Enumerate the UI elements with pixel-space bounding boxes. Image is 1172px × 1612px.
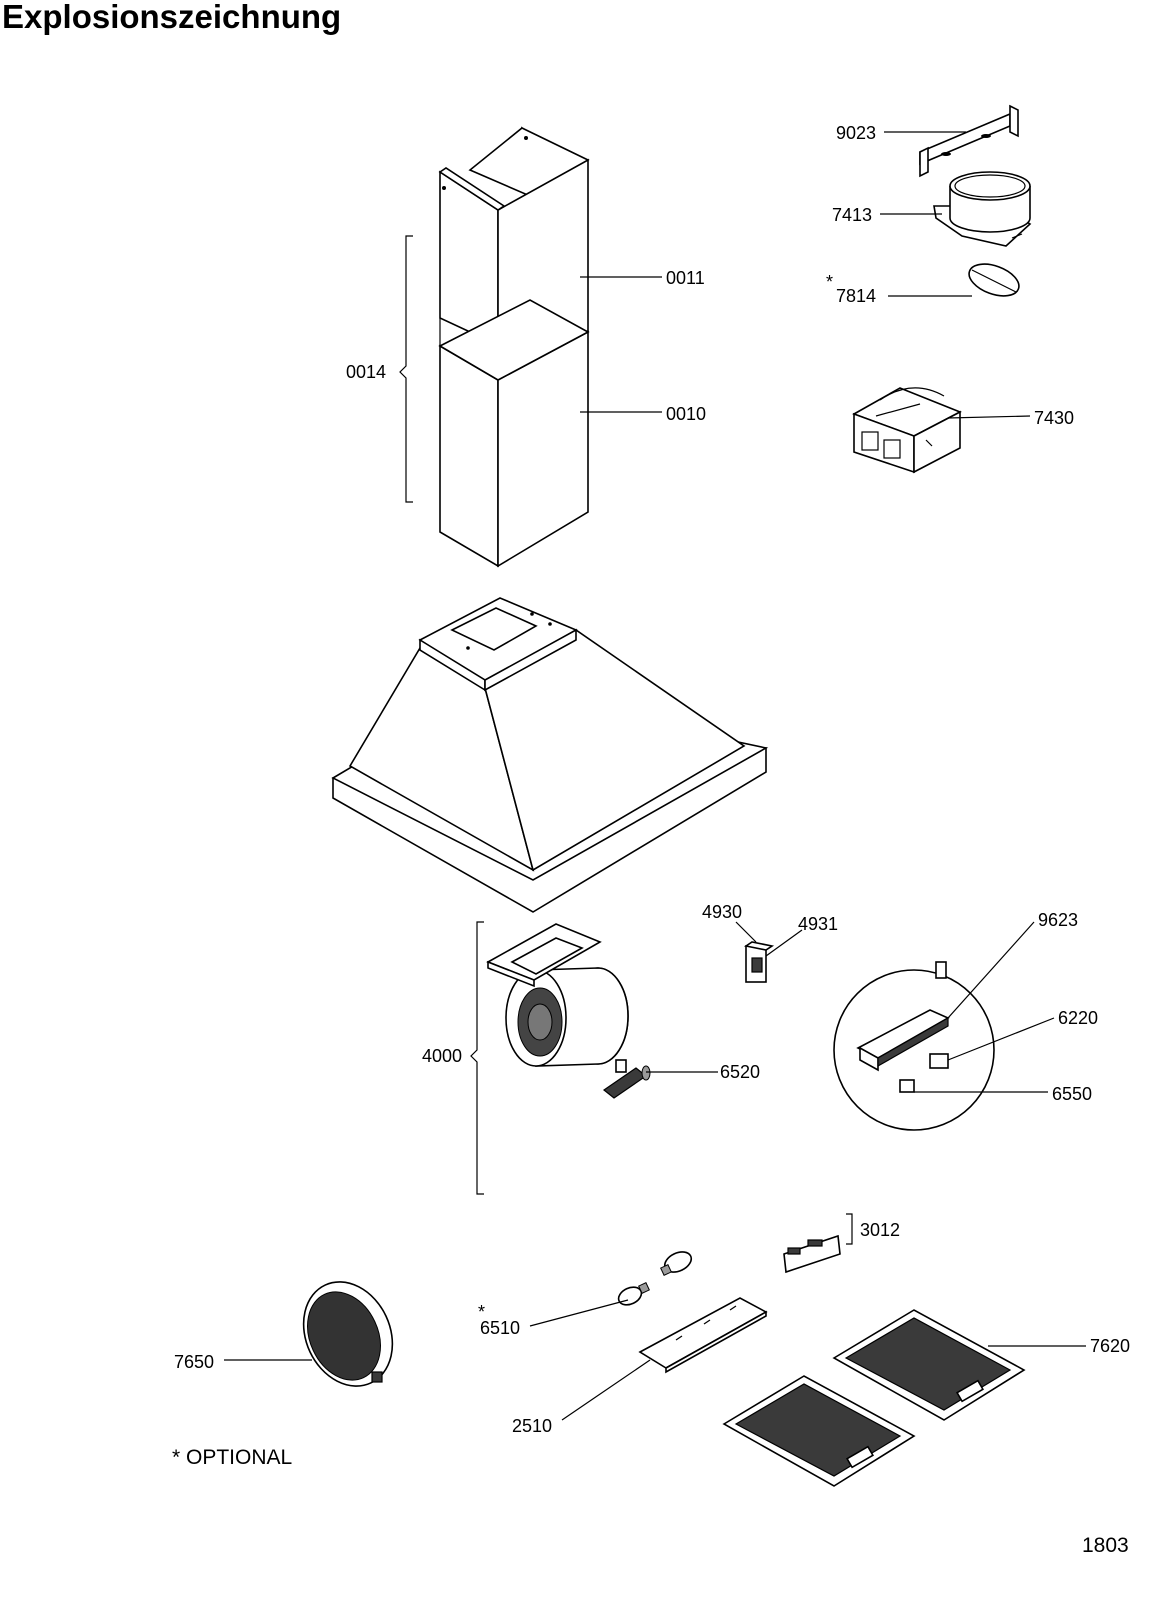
part-label-7620: 7620 <box>1090 1336 1130 1356</box>
part-label-6520: 6520 <box>720 1062 760 1082</box>
switch-4930-4931 <box>743 941 775 983</box>
blower-4000 <box>470 921 629 1195</box>
part-label-4930: 4930 <box>702 902 742 922</box>
carbon-filter-7650 <box>302 1281 394 1387</box>
bracket-0014 <box>399 235 413 503</box>
part-label-4931: 4931 <box>798 914 838 934</box>
part-label-7814: 7814 <box>836 286 876 306</box>
optional-note: * OPTIONAL <box>172 1446 293 1469</box>
bulb-6510 <box>617 1251 693 1306</box>
drawing-number: 1803 <box>1082 1534 1129 1557</box>
air-outlet-7413 <box>933 171 1032 247</box>
leader-lines <box>224 131 1086 1421</box>
part-label-7650: 7650 <box>174 1352 214 1372</box>
control-detail-circle <box>833 961 995 1131</box>
part-label-4000: 4000 <box>422 1046 462 1066</box>
hood-body <box>331 597 769 913</box>
optional-marker-7814: * <box>826 272 833 292</box>
part-label-6220: 6220 <box>1058 1008 1098 1028</box>
optional-marker-6510: * <box>478 1302 485 1322</box>
part-label-0014: 0014 <box>346 362 386 382</box>
bracket-4000 <box>470 921 484 1195</box>
part-label-7430: 7430 <box>1034 408 1074 428</box>
grease-filters-7620 <box>722 1309 1026 1487</box>
part-label-6550: 6550 <box>1052 1084 1092 1104</box>
chimney-upper-section <box>438 126 590 347</box>
backdraft-flap-7814 <box>968 263 1020 297</box>
part-label-9623: 9623 <box>1038 910 1078 930</box>
part-label-6510: 6510 <box>480 1318 520 1338</box>
part-label-7413: 7413 <box>832 205 872 225</box>
control-panel-3012 <box>783 1213 853 1274</box>
lamp-cover-2510 <box>638 1297 768 1374</box>
part-label-0011: 0011 <box>666 268 705 288</box>
part-label-2510: 2510 <box>512 1416 552 1436</box>
part-label-9023: 9023 <box>836 123 876 143</box>
page-title: Explosionszeichnung <box>2 0 342 35</box>
part-label-3012: 3012 <box>860 1220 900 1240</box>
chimney-lower-section <box>438 299 590 568</box>
capacitor-6520 <box>602 1059 651 1099</box>
deflector-7430 <box>852 387 962 474</box>
wall-bracket-9023 <box>919 104 1019 178</box>
part-label-0010: 0010 <box>666 404 706 424</box>
